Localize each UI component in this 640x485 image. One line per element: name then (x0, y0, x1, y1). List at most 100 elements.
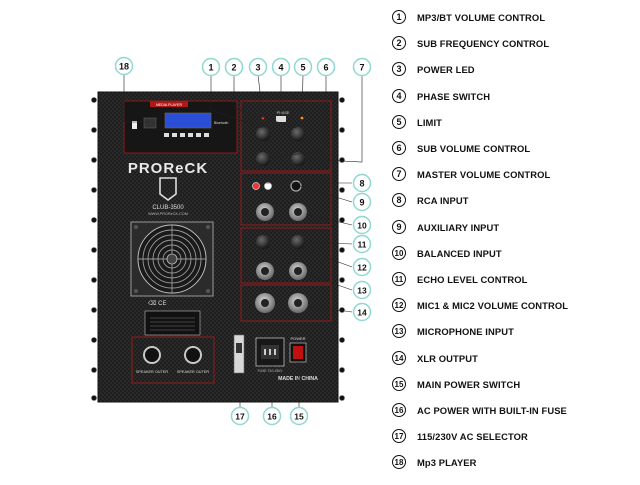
media-player-module: MEDIA PLAYER Bluetooth (123, 100, 238, 154)
legend-num-10: 10 (392, 246, 406, 260)
legend-item-10: 10 BALANCED INPUT (392, 242, 502, 264)
callout-6-label: 6 (323, 63, 328, 73)
legend-label-10: BALANCED INPUT (417, 247, 502, 259)
callout-6: 6 (316, 57, 336, 77)
callout-17: 17 (230, 406, 250, 426)
fuse-label: FUSE T8A 250V (258, 369, 284, 373)
callout-9: 9 (352, 192, 372, 212)
legend-label-9: AUXILIARY INPUT (417, 221, 500, 233)
callout-16-label: 16 (267, 412, 277, 422)
callout-11-label: 11 (358, 240, 367, 250)
callout-4-label: 4 (278, 63, 283, 73)
callout-9-label: 9 (359, 198, 364, 208)
legend-num-3: 3 (392, 62, 406, 76)
phase-label: PHASE (277, 111, 290, 115)
legend-item-2: 2 SUB FREQUENCY CONTROL (392, 32, 549, 54)
legend-label-11: ECHO LEVEL CONTROL (417, 273, 528, 285)
legend-item-4: 4 PHASE SWITCH (392, 85, 490, 107)
callout-3: 3 (248, 57, 268, 77)
leader-lines (123, 74, 363, 408)
phase-switch[interactable] (276, 116, 286, 122)
sub-frequency-knob[interactable] (291, 127, 305, 141)
legend-label-15: MAIN POWER SWITCH (417, 378, 521, 390)
callout-15-label: 15 (294, 412, 304, 422)
echo-level-knob[interactable] (256, 235, 270, 249)
callout-8: 8 (352, 173, 372, 193)
sub-volume-knob[interactable] (256, 152, 270, 166)
plate-screws (91, 97, 345, 401)
callout-12: 12 (352, 257, 372, 277)
legend-label-5: LIMIT (417, 116, 442, 128)
legend-label-8: RCA INPUT (417, 194, 469, 206)
brand-shield-icon (159, 177, 177, 201)
master-volume-knob[interactable] (291, 152, 305, 166)
legend-item-9: 9 AUXILIARY INPUT (392, 216, 499, 238)
speaker-out-left[interactable] (143, 346, 161, 364)
callout-3-label: 3 (255, 63, 260, 73)
callout-5: 5 (293, 57, 313, 77)
legend-num-9: 9 (392, 220, 406, 234)
legend-num-12: 12 (392, 298, 406, 312)
callout-8-label: 8 (359, 179, 364, 189)
legend-item-16: 16 AC POWER WITH BUILT-IN FUSE (392, 399, 567, 421)
speaker-outer-label-left: SPEAKER OUTER (136, 370, 169, 374)
mp3-bt-volume-knob[interactable] (256, 127, 270, 141)
legend-label-6: SUB VOLUME CONTROL (417, 142, 531, 154)
callout-2: 2 (224, 57, 244, 77)
callout-5-label: 5 (300, 63, 305, 73)
rca-input-left[interactable] (252, 182, 260, 190)
control-section: PHASE (240, 100, 332, 172)
usb-slot[interactable] (132, 121, 137, 129)
callout-1: 1 (201, 57, 221, 77)
legend-label-16: AC POWER WITH BUILT-IN FUSE (417, 404, 567, 416)
legend-item-12: 12 MIC1 & MIC2 VOLUME CONTROL (392, 294, 568, 316)
cooling-fan (130, 221, 214, 297)
legend-label-17: 115/230V AC SELECTOR (417, 430, 528, 442)
legend-num-7: 7 (392, 167, 406, 181)
legend-label-2: SUB FREQUENCY CONTROL (417, 37, 550, 49)
callout-18: 18 (114, 56, 134, 76)
mp3-lcd-display (164, 112, 212, 129)
legend-num-5: 5 (392, 115, 406, 129)
speaker-out-right[interactable] (184, 346, 202, 364)
callouts: 18 1 2 3 4 5 6 7 8 9 10 11 12 13 14 17 1… (114, 56, 372, 426)
mp3-buttons[interactable] (164, 133, 209, 137)
sd-slot[interactable] (143, 117, 157, 129)
rca-input-right[interactable] (264, 182, 272, 190)
media-player-label: MEDIA PLAYER (156, 103, 183, 107)
legend-label-12: MIC1 & MIC2 VOLUME CONTROL (417, 299, 569, 311)
callout-11: 11 (352, 234, 372, 254)
callout-10-label: 10 (357, 221, 367, 231)
legend-num-8: 8 (392, 193, 406, 207)
callout-12-label: 12 (357, 263, 367, 273)
legend-label-4: PHASE SWITCH (417, 90, 491, 102)
legend-num-2: 2 (392, 36, 406, 50)
voltage-selector[interactable] (233, 334, 245, 374)
legend-num-1: 1 (392, 10, 406, 24)
mic-volume-knob[interactable] (291, 235, 305, 249)
aux-input-jack[interactable] (290, 180, 302, 192)
legend-item-8: 8 RCA INPUT (392, 189, 469, 211)
power-label: POWER (290, 336, 305, 341)
legend-label-18: Mp3 PLAYER (417, 456, 477, 468)
limit-led (300, 116, 304, 120)
callout-14: 14 (352, 302, 372, 322)
legend-label-14: XLR OUTPUT (417, 352, 478, 364)
legend-item-5: 5 LIMIT (392, 111, 442, 133)
legend-num-4: 4 (392, 89, 406, 103)
callout-7: 7 (352, 57, 372, 77)
weee-icon: ⌫ CE (148, 300, 167, 307)
legend-num-16: 16 (392, 403, 406, 417)
legend-num-13: 13 (392, 324, 406, 338)
legend-num-18: 18 (392, 455, 406, 469)
callout-7-label: 7 (359, 63, 364, 73)
model-name: CLUB-3500 (152, 205, 184, 211)
warning-label: ⌫ CE (144, 300, 201, 336)
website-label: WWW.PROReCK.COM (148, 212, 188, 216)
